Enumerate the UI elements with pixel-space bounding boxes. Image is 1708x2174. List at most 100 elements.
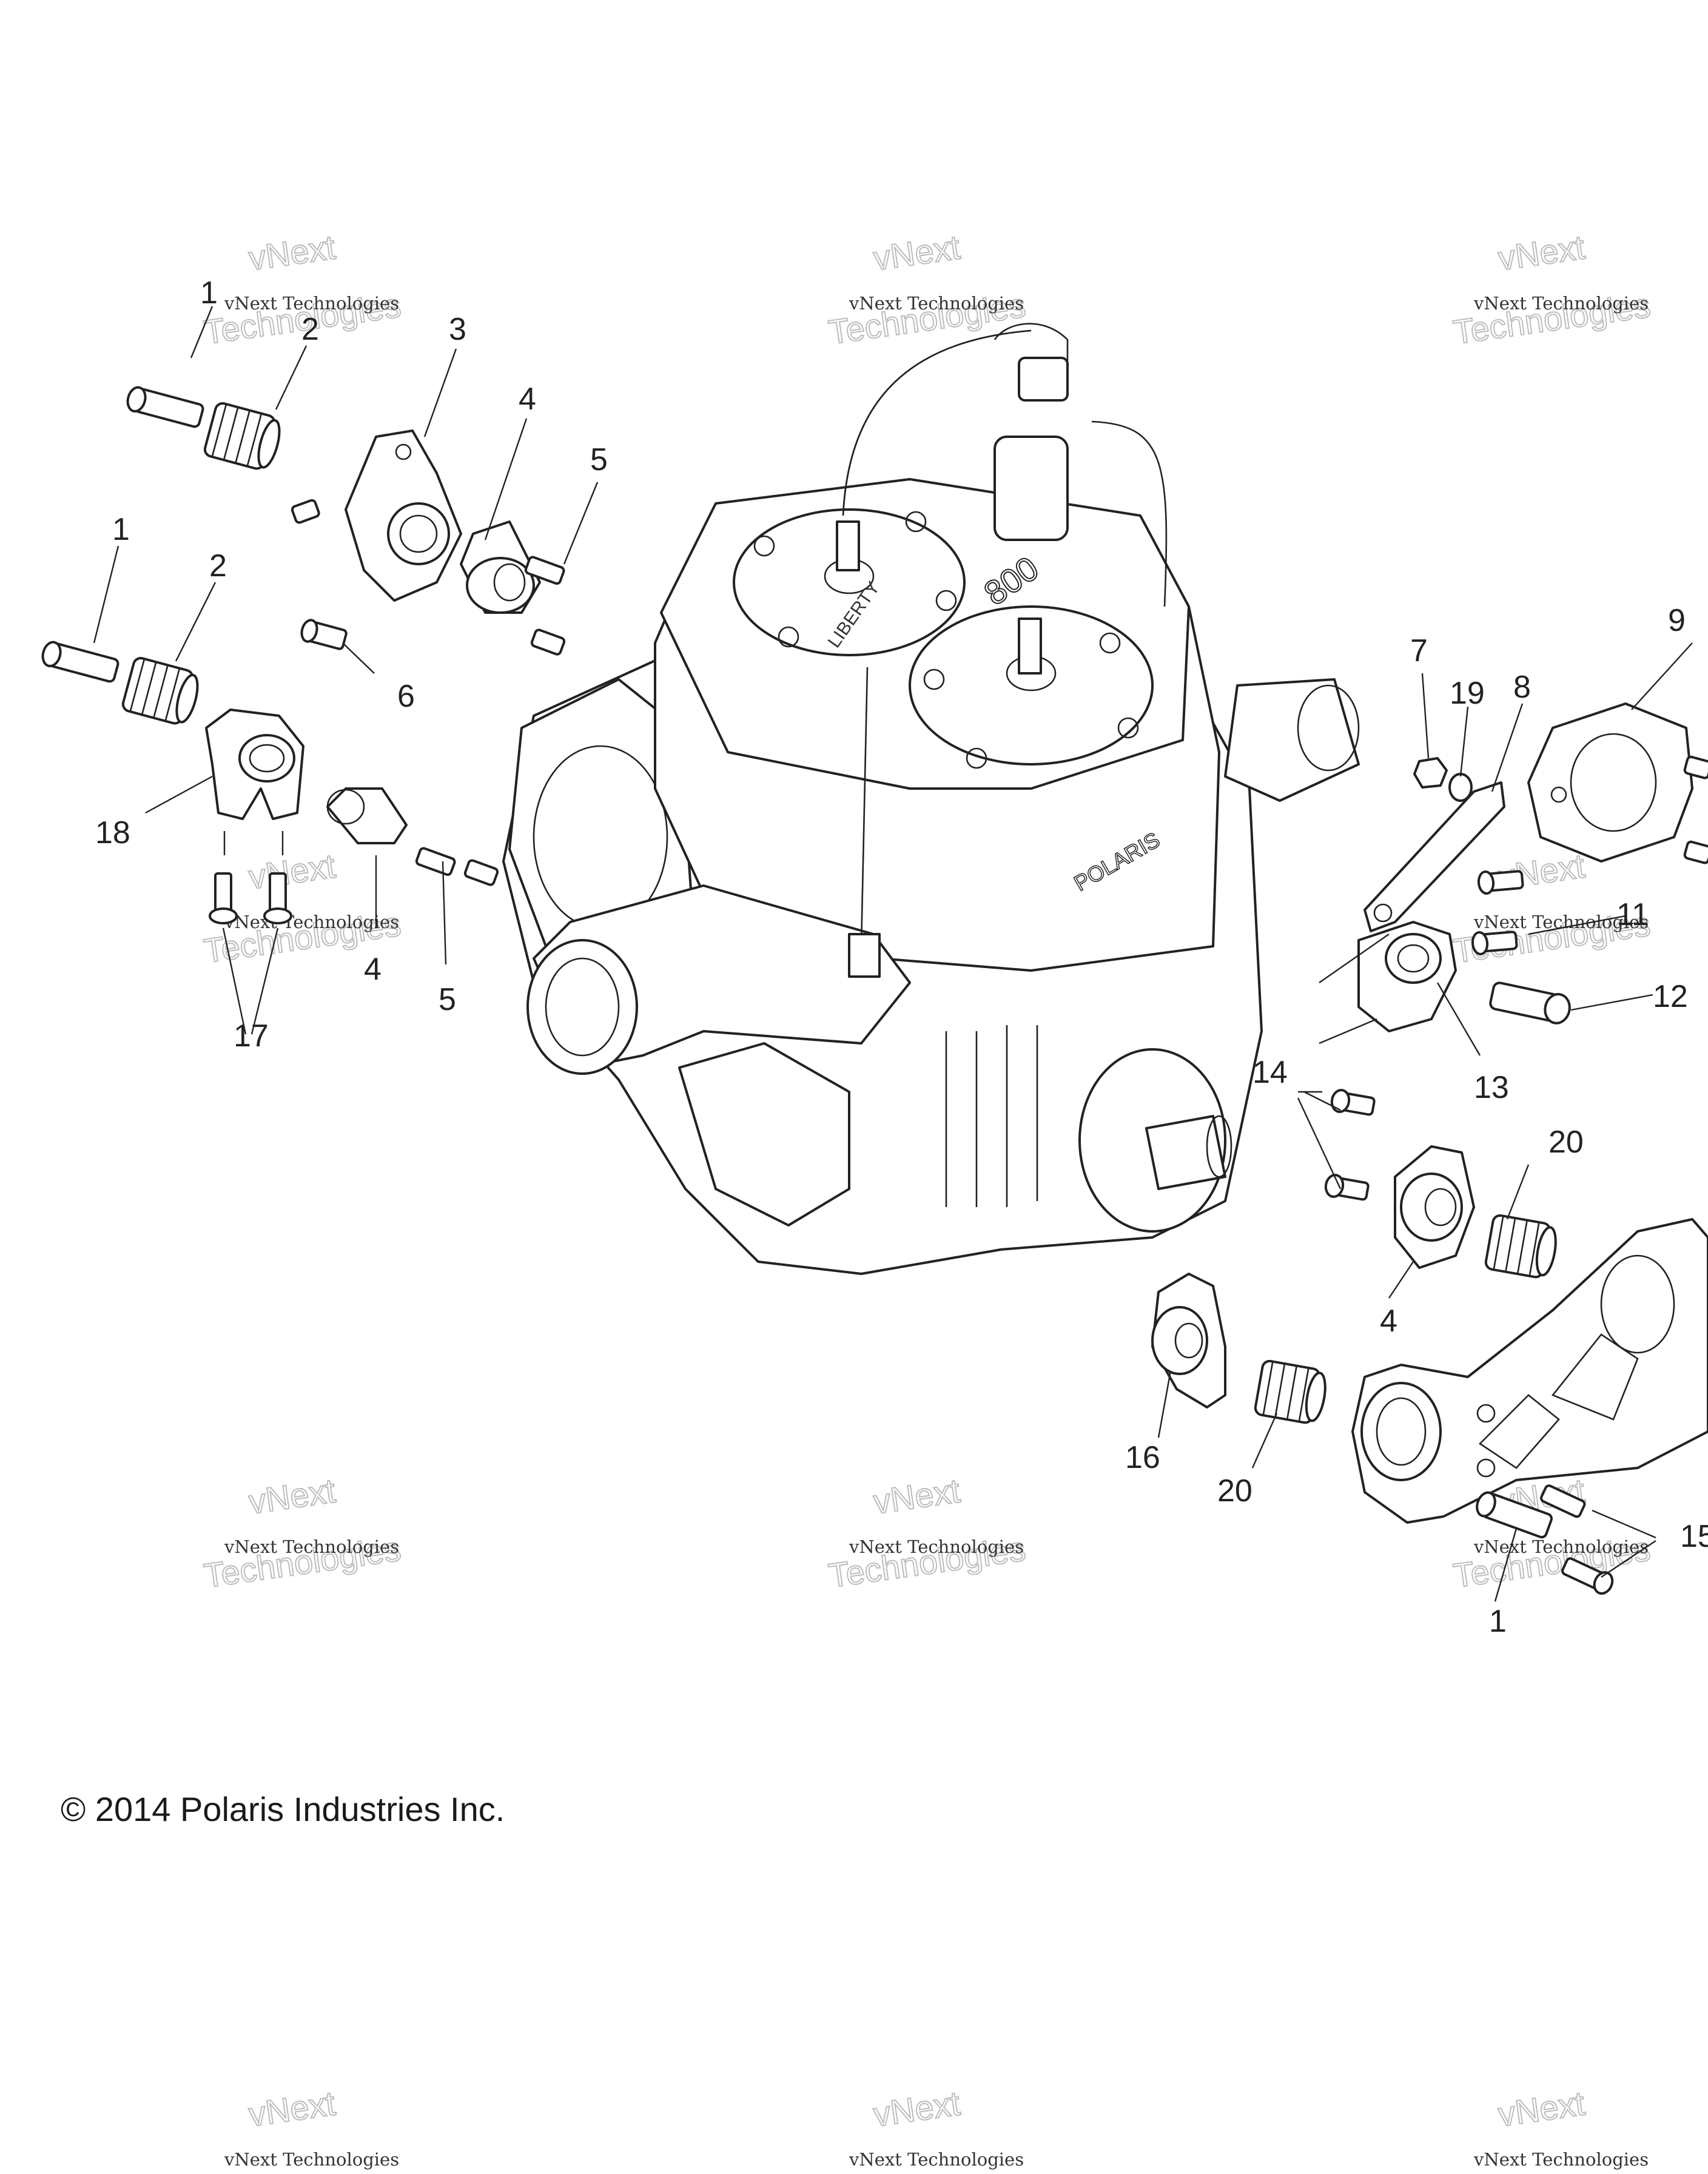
bolt-part-5-upper	[524, 556, 565, 585]
callout-18: 18	[95, 815, 130, 850]
callout-4: 4	[1380, 1304, 1397, 1339]
bolt-part-6	[300, 619, 348, 650]
svg-text:vNext Technologies: vNext Technologies	[224, 2149, 399, 2170]
nut-part-7	[1413, 757, 1448, 789]
bolt-part-10-upper	[1683, 755, 1708, 779]
svg-text:vNext: vNext	[246, 227, 338, 277]
spark-plug-right	[1018, 618, 1042, 675]
svg-text:vNext: vNext	[871, 2084, 963, 2133]
svg-text:vNext: vNext	[246, 2084, 338, 2133]
callout-3: 3	[449, 312, 466, 347]
callout-14: 14	[1252, 1055, 1288, 1090]
leader-lines	[93, 306, 1693, 1602]
svg-text:vNext Technologies: vNext Technologies	[224, 912, 399, 932]
spark-plug-left	[836, 520, 860, 571]
svg-text:vNext: vNext	[871, 1471, 963, 1521]
copyright-text: © 2014 Polaris Industries Inc.	[61, 1790, 505, 1828]
bolt-part-5-middle	[415, 847, 456, 876]
mount-part-4-upper	[460, 520, 541, 614]
coolant-housing	[678, 1042, 850, 1227]
svg-text:vNext: vNext	[1496, 2084, 1587, 2133]
throttle-body	[1224, 678, 1360, 802]
callout-9: 9	[1668, 603, 1686, 638]
bushing-part-2-middle	[121, 656, 199, 725]
callout-20: 20	[1548, 1125, 1584, 1160]
mount-plate-part-16	[1151, 1273, 1226, 1408]
exhaust-port	[526, 939, 638, 1075]
bushing-part-20-lower	[1254, 1359, 1326, 1424]
callout-1: 1	[200, 275, 218, 311]
bushing-part-20-right	[1484, 1214, 1557, 1279]
sensor-connector	[994, 436, 1069, 541]
watermark: vNext vNext Technologies	[1473, 2083, 1649, 2170]
callout-4: 4	[519, 382, 536, 417]
svg-text:vNext Technologies: vNext Technologies	[1473, 293, 1649, 314]
bolt-part-15-lower	[1561, 1557, 1614, 1595]
callout-2: 2	[209, 548, 227, 584]
svg-text:vNext: vNext	[246, 846, 338, 896]
svg-text:vNext Technologies: vNext Technologies	[849, 293, 1024, 314]
svg-text:vNext Technologies: vNext Technologies	[224, 1536, 399, 1557]
bolt-part-11-upper	[1477, 870, 1524, 895]
engine-assembly: LIBERTY 800 POLARIS	[502, 323, 1360, 1275]
watermark: vNext Technologies vNext Technologies	[1450, 227, 1653, 352]
callout-1: 1	[112, 512, 130, 547]
watermark: vNext Technologies vNext Technologies	[201, 1470, 403, 1595]
bolt-part-5-upper-2	[530, 628, 566, 656]
svg-text:vNext Technologies: vNext Technologies	[224, 293, 399, 314]
bushing-part-2-upper	[203, 402, 281, 470]
bolt-part-11-lower	[1471, 931, 1518, 955]
callout-20: 20	[1217, 1473, 1252, 1509]
svg-text:vNext Technologies: vNext Technologies	[849, 2149, 1024, 2170]
bolt-part-1-lower	[1476, 1491, 1553, 1539]
callout-17: 17	[234, 1018, 269, 1054]
bolt-part-12	[1489, 981, 1571, 1025]
svg-text:vNext Technologies: vNext Technologies	[1473, 1536, 1649, 1557]
svg-text:vNext Technologies: vNext Technologies	[1473, 2149, 1649, 2170]
callout-11: 11	[1616, 897, 1649, 932]
callout-2: 2	[301, 312, 319, 347]
callout-5: 5	[590, 442, 608, 477]
callout-4: 4	[364, 952, 382, 987]
bracket-part-3	[345, 429, 462, 602]
svg-text:vNext: vNext	[1496, 227, 1587, 277]
callout-19: 19	[1450, 676, 1485, 711]
callout-13: 13	[1474, 1070, 1509, 1105]
bolt-part-14-upper	[1330, 1089, 1376, 1116]
bolt-part-5-middle-2	[463, 859, 499, 886]
svg-text:vNext Technologies: vNext Technologies	[1473, 912, 1649, 932]
bolt-part-1-upper	[126, 386, 204, 428]
plug-connector	[1018, 357, 1069, 402]
callout-labels: 1 2 3 4 5 1 2 6 18 4 5 17 7 19 8 9 11 12…	[95, 275, 1708, 1639]
bolt-part-17-right	[263, 872, 292, 924]
callout-15: 15	[1680, 1519, 1708, 1554]
callout-1: 1	[1489, 1604, 1507, 1639]
bolt-part-1-middle	[41, 641, 119, 683]
crank-shaft	[1145, 1115, 1226, 1190]
mount-plate-part-9	[1527, 702, 1693, 863]
bolt-small-upper-left	[291, 499, 320, 524]
mount-bracket-part-15	[1351, 1218, 1708, 1524]
watermark: vNext Technologies vNext Technologies	[825, 227, 1028, 352]
bolt-part-14-lower	[1324, 1174, 1370, 1201]
callout-12: 12	[1653, 979, 1688, 1014]
watermark: vNext Technologies vNext Technologies	[825, 1470, 1028, 1595]
link-arm-part-8	[1363, 781, 1505, 932]
callout-8: 8	[1513, 670, 1531, 705]
callout-6: 6	[397, 679, 415, 714]
bracket-part-18	[205, 708, 304, 820]
watermark: vNext vNext Technologies	[224, 2083, 399, 2170]
mount-part-4-middle	[326, 787, 408, 844]
bolt-part-17-left	[209, 872, 238, 924]
callout-16: 16	[1125, 1440, 1160, 1475]
head-cover-right	[909, 605, 1154, 766]
svg-text:vNext Technologies: vNext Technologies	[849, 1536, 1024, 1557]
head-cover-left	[733, 508, 966, 656]
svg-text:vNext: vNext	[871, 227, 963, 277]
svg-text:vNext: vNext	[246, 1471, 338, 1521]
bracket-part-13	[1357, 921, 1457, 1032]
oil-line-fitting	[848, 933, 881, 978]
watermark: vNext vNext Technologies	[849, 2083, 1024, 2170]
callout-5: 5	[439, 982, 456, 1017]
